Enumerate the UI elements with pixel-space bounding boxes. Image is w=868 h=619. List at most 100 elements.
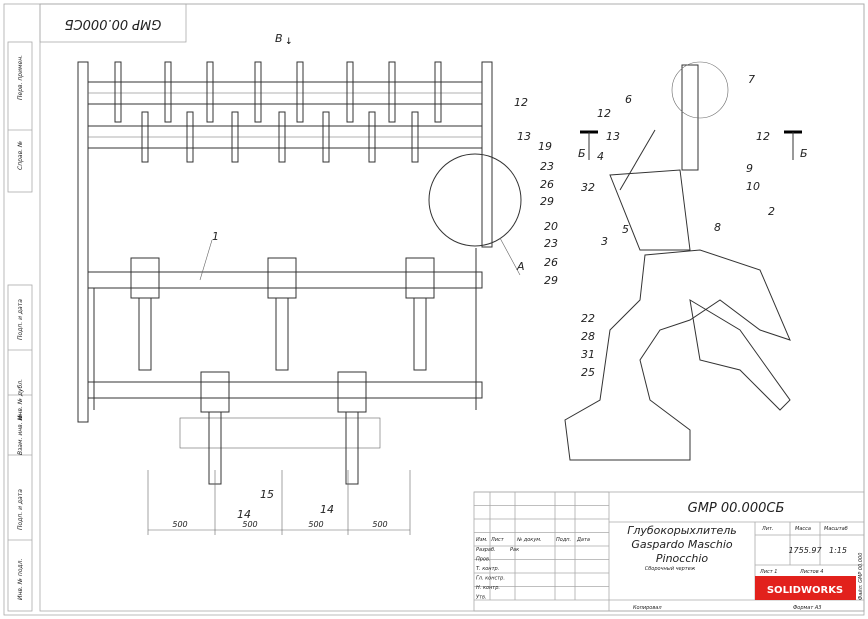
- svg-text:↓: ↓: [285, 37, 293, 47]
- title-code: GMP 00.000СБ: [688, 501, 785, 516]
- detail-label: А: [516, 260, 525, 273]
- roller-tine: [164, 61, 172, 123]
- callout: 23: [544, 237, 558, 250]
- dimension: 500: [308, 520, 323, 529]
- dimension: 500: [172, 520, 187, 529]
- callout: 19: [538, 140, 552, 153]
- roller-tine: [296, 61, 304, 123]
- developer: Рак: [510, 547, 519, 553]
- callout: 13: [606, 130, 620, 143]
- dimension: 500: [242, 520, 257, 529]
- roller-tine: [322, 111, 330, 163]
- callout: 3: [601, 235, 608, 248]
- callout: 31: [581, 348, 595, 361]
- callout: 12: [756, 130, 770, 143]
- mirrored-code: GMP 00.000СБ: [65, 16, 162, 31]
- strip-label: Перв. примен.: [17, 55, 24, 100]
- svg-text:Файл: GMP 00.000: Файл: GMP 00.000: [858, 553, 864, 600]
- callout: 29: [540, 195, 554, 208]
- shank: [345, 411, 359, 485]
- roller-tine: [254, 61, 262, 123]
- left-strip: Перв. примен. Справ. № Подп. и дата Инв.…: [7, 41, 33, 612]
- callout: 32: [581, 181, 595, 194]
- section-label: Б: [800, 147, 808, 160]
- inner-frame: [39, 3, 865, 612]
- tb-header: Дата: [576, 537, 590, 543]
- roller-tine: [114, 61, 122, 123]
- roller-tine: [434, 61, 442, 123]
- title-name: Gaspardo Maschio: [631, 538, 732, 551]
- roller-tine: [388, 61, 396, 123]
- callout: 2: [768, 205, 775, 218]
- callout: 25: [581, 366, 595, 379]
- svg-text:Лит.: Лит.: [761, 526, 774, 532]
- roller-tine: [346, 61, 354, 123]
- callout: 12: [514, 96, 528, 109]
- callout: 14: [320, 503, 334, 516]
- strip-label: Инв. № дубл.: [17, 379, 24, 420]
- dimension: 500: [372, 520, 387, 529]
- callout: 28: [581, 330, 595, 343]
- front-view: В ↓ А 500 500 500 500 1 12: [77, 32, 558, 535]
- tb-header: Изм.: [476, 537, 488, 543]
- scale-value: 1:15: [829, 546, 847, 555]
- svg-text:Масса: Масса: [795, 526, 811, 532]
- tb-role: Пров.: [476, 557, 491, 563]
- roller-tine: [278, 111, 286, 163]
- shank: [138, 297, 152, 371]
- roller-tine: [186, 111, 194, 163]
- strip-label: Подп. и дата: [17, 489, 24, 530]
- svg-text:Листов 4: Листов 4: [799, 569, 823, 575]
- svg-text:Лист 1: Лист 1: [759, 569, 777, 575]
- roller-tine: [206, 61, 214, 123]
- callout: 20: [544, 220, 558, 233]
- roller-tine: [411, 111, 419, 163]
- callout: 12: [597, 107, 611, 120]
- roller-tine: [231, 111, 239, 163]
- callout: 26: [544, 256, 558, 269]
- tb-role: Т. контр.: [476, 566, 499, 572]
- tb-role: Гл. констр.: [476, 576, 505, 582]
- tb-role: Утв.: [476, 595, 487, 601]
- callout: 10: [746, 180, 760, 193]
- callout: 22: [581, 312, 595, 325]
- callout: 14: [237, 508, 251, 521]
- strip-label: Справ. №: [17, 141, 24, 170]
- callout: 4: [597, 150, 604, 163]
- tb-header: Подп.: [556, 537, 571, 543]
- callout: 6: [625, 93, 632, 106]
- callout: 13: [517, 130, 531, 143]
- callout: 26: [540, 178, 554, 191]
- side-view: Б Б 7 6 12 13 4 12 9 10 32 5 8 2 3 22 28…: [564, 61, 808, 461]
- callout: 8: [714, 221, 721, 234]
- view-label: В: [275, 32, 283, 45]
- mass-value: 1755.97: [788, 546, 822, 555]
- strip-label: Инв. № подл.: [17, 559, 24, 600]
- callout: 29: [544, 274, 558, 287]
- detail-circle: [428, 153, 522, 247]
- callout: 15: [260, 488, 274, 501]
- title-name: Глубокорыхлитель: [627, 524, 737, 537]
- title-name: Pinocchio: [656, 552, 709, 565]
- tb-header: Лист: [490, 537, 505, 543]
- roller-tine: [368, 111, 376, 163]
- solidworks-logo: [755, 576, 856, 600]
- callout: 1: [212, 230, 219, 243]
- strip-label: Подп. и дата: [17, 299, 24, 340]
- svg-text:SOLIDWORKS: SOLIDWORKS: [767, 585, 843, 596]
- strip-label: Взам. инв. №: [17, 414, 24, 455]
- svg-text:Копировал: Копировал: [633, 605, 662, 611]
- callout: 7: [748, 73, 755, 86]
- shank: [413, 297, 427, 371]
- tb-header: № докум.: [516, 537, 542, 543]
- roller-tine: [141, 111, 149, 163]
- callout: 9: [746, 162, 753, 175]
- callout: 23: [540, 160, 554, 173]
- callout: 5: [622, 223, 629, 236]
- shank: [275, 297, 289, 371]
- doc-type: Сборочный чертеж: [645, 566, 696, 572]
- svg-text:Масштаб: Масштаб: [824, 526, 848, 532]
- tb-role: Разраб.: [476, 547, 496, 553]
